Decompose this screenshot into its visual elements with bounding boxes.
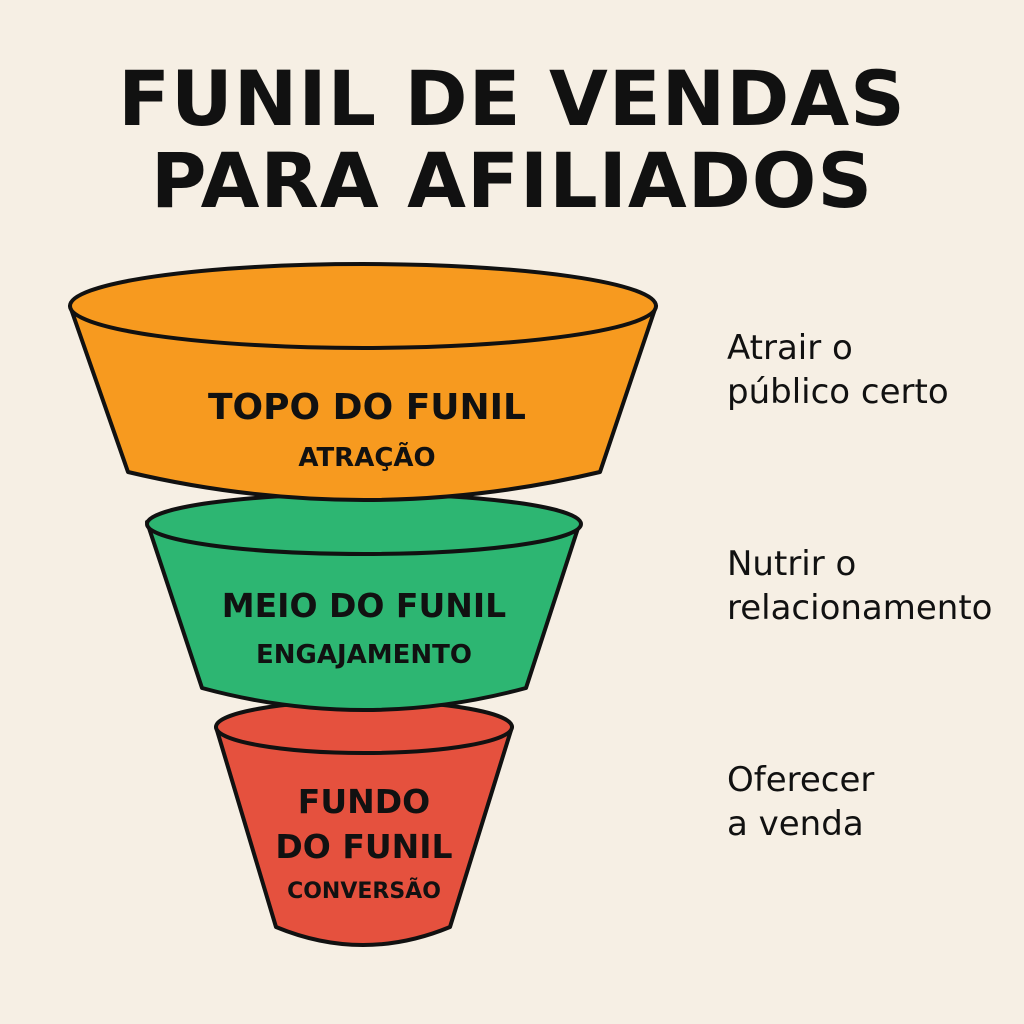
stage-bottom-description: Oferecer a venda bbox=[727, 758, 1017, 846]
title-line-1: FUNIL DE VENDAS bbox=[118, 54, 906, 143]
funnel-stage-middle-subtitle: ENGAJAMENTO bbox=[256, 640, 472, 670]
stage-middle-description: Nutrir o relacionamento bbox=[727, 542, 1017, 630]
funnel-stage-bottom-subtitle: CONVERSÃO bbox=[287, 878, 441, 904]
stage-top-description: Atrair o público certo bbox=[727, 326, 1017, 414]
funnel-stage-top-title: TOPO DO FUNIL bbox=[208, 387, 526, 428]
stage-top-description-line-2: público certo bbox=[727, 372, 949, 412]
stage-middle-description-line-1: Nutrir o bbox=[727, 544, 857, 584]
funnel-stage-middle-title: MEIO DO FUNIL bbox=[222, 586, 506, 625]
funnel-stage-top: TOPO DO FUNIL ATRAÇÃO bbox=[68, 262, 658, 502]
stage-top-description-line-1: Atrair o bbox=[727, 328, 853, 368]
funnel-stage-top-body bbox=[68, 304, 658, 502]
stage-bottom-description-line-1: Oferecer bbox=[727, 760, 875, 800]
stage-bottom-description-line-2: a venda bbox=[727, 804, 864, 844]
funnel-stage-middle-body bbox=[145, 520, 582, 712]
title-line-2: PARA AFILIADOS bbox=[150, 136, 874, 225]
funnel-stage-bottom-body bbox=[214, 725, 514, 947]
page-title: FUNIL DE VENDAS PARA AFILIADOS bbox=[0, 58, 1024, 222]
funnel-stage-bottom-title-line-2: DO FUNIL bbox=[275, 827, 452, 866]
funnel-stage-bottom-title-line-1: FUNDO bbox=[298, 782, 430, 821]
funnel-stage-middle: MEIO DO FUNIL ENGAJAMENTO bbox=[145, 492, 583, 712]
stage-middle-description-line-2: relacionamento bbox=[727, 588, 993, 628]
funnel-stage-middle-rim bbox=[145, 492, 583, 556]
funnel-stage-top-subtitle: ATRAÇÃO bbox=[298, 441, 435, 473]
funnel-stage-top-rim bbox=[68, 262, 658, 350]
funnel-stage-bottom: FUNDO DO FUNIL CONVERSÃO bbox=[214, 699, 514, 947]
